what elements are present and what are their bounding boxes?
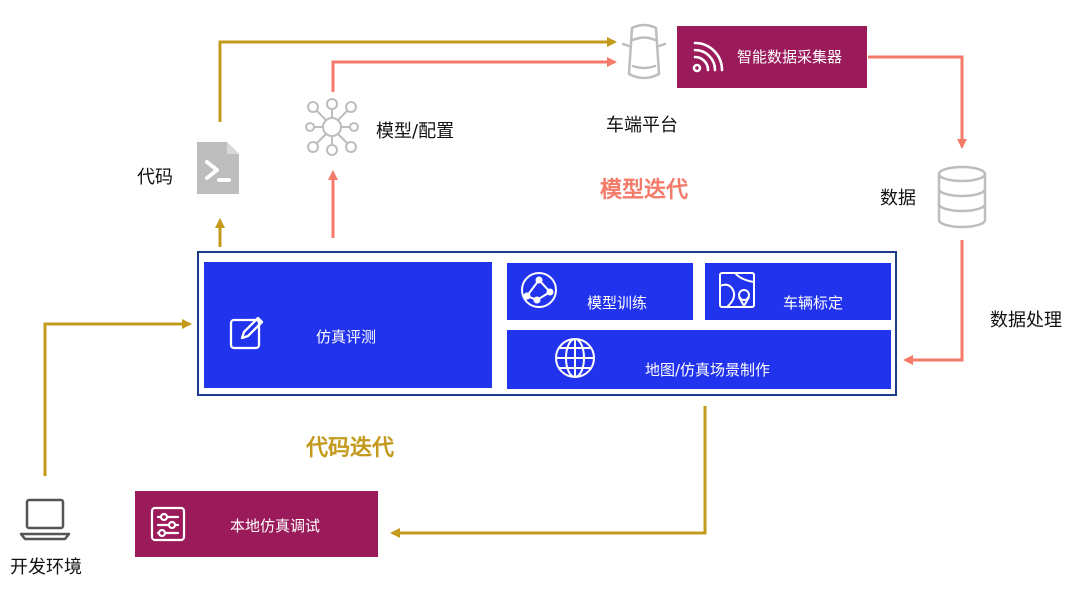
code-label: 代码: [137, 167, 173, 188]
data-collector-box: 智能数据采集器: [677, 26, 867, 88]
model-training-label: 模型训练: [587, 294, 648, 312]
platform-panel: 仿真评测 模型训练 车辆标定: [197, 251, 897, 396]
map-scene-block: 地图/仿真场景制作: [507, 330, 891, 389]
database-icon: [937, 165, 987, 229]
network-globe-icon: [521, 272, 557, 308]
code-to-vehicle-arrow: [218, 37, 617, 122]
network-nodes-icon: [305, 98, 359, 156]
collector-to-data-arrow: [868, 55, 967, 149]
wireless-signal-icon: [692, 41, 724, 73]
code-iteration-title: 代码迭代: [306, 436, 395, 461]
platform-to-localsim-arrow: [390, 406, 707, 538]
local-sim-label: 本地仿真调试: [230, 517, 321, 535]
map-scene-label: 地图/仿真场景制作: [645, 361, 771, 379]
model-to-vehicle-arrow: [331, 57, 617, 92]
sim-eval-block: 仿真评测: [204, 262, 492, 388]
vehicle-platform-label: 车端平台: [606, 115, 678, 136]
model-iteration-title: 模型迭代: [600, 178, 689, 203]
edit-icon: [229, 316, 264, 350]
map-pin-icon: [719, 272, 755, 308]
dev-env-label: 开发环境: [10, 557, 82, 578]
globe-icon: [555, 338, 595, 378]
data-collector-label: 智能数据采集器: [737, 48, 843, 66]
sliders-icon: [150, 506, 186, 542]
devenv-to-platform-arrow: [43, 319, 192, 476]
terminal-file-icon: [197, 142, 239, 194]
data-label: 数据: [880, 188, 916, 209]
data-processing-label: 数据处理: [990, 310, 1062, 331]
car-top-icon: [621, 23, 667, 80]
model-config-label: 模型/配置: [376, 121, 455, 142]
model-training-block: 模型训练: [507, 263, 693, 320]
data-to-platform-arrow: [903, 240, 964, 365]
local-sim-box: 本地仿真调试: [135, 491, 378, 557]
laptop-icon: [19, 498, 71, 541]
vehicle-calibration-block: 车辆标定: [705, 263, 891, 320]
vehicle-calibration-label: 车辆标定: [783, 294, 844, 312]
sim-eval-label: 仿真评测: [316, 328, 377, 346]
